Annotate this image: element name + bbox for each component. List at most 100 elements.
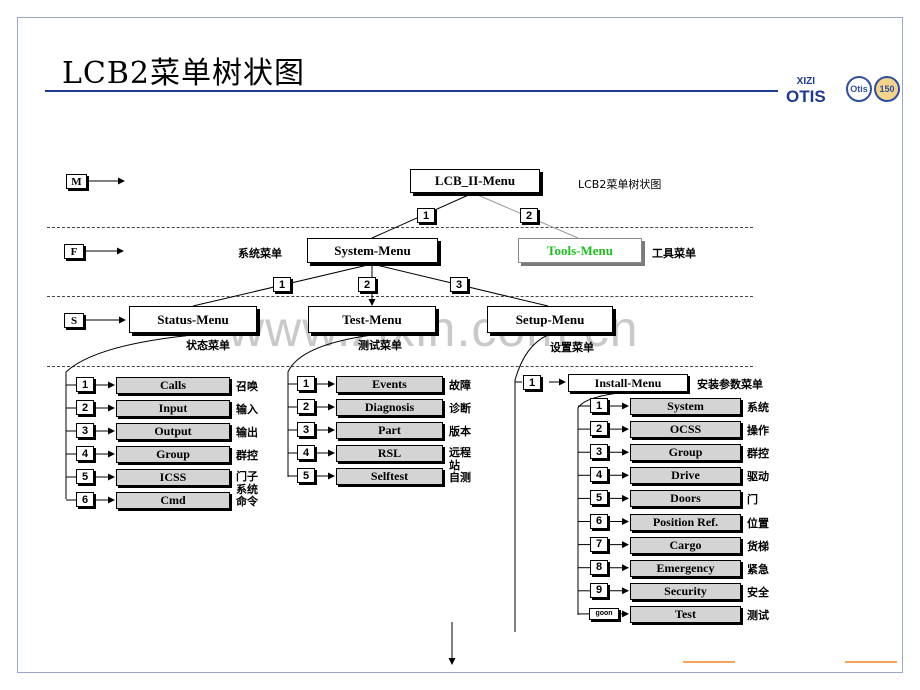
test-menu-number: 2 xyxy=(358,277,376,292)
install_items-item-caption: 货梯 xyxy=(747,539,769,553)
test_items-item-part[interactable]: Part xyxy=(336,422,443,439)
install_items-item-caption: 测试 xyxy=(747,608,769,622)
page-title: LCB2菜单树状图 xyxy=(62,56,306,91)
test_items-item-number: 1 xyxy=(297,376,315,391)
status_items-item-number: 5 xyxy=(76,469,94,484)
tools-menu-box[interactable]: Tools-Menu xyxy=(518,238,642,263)
install_items-item-caption: 位置 xyxy=(747,516,769,530)
divider-2 xyxy=(47,296,753,297)
install_items-item-number: 6 xyxy=(590,513,608,529)
test-menu-box[interactable]: Test-Menu xyxy=(308,306,436,333)
lcb-menu-caption: LCB2菜单树状图 xyxy=(578,178,662,191)
status_items-item-icss[interactable]: ICSS xyxy=(116,469,230,486)
install_items-item-caption: 驱动 xyxy=(747,470,769,484)
install_items-item-group[interactable]: Group xyxy=(630,444,741,462)
test_items-item-selftest[interactable]: Selftest xyxy=(336,468,443,485)
status_items-item-caption: 群控 xyxy=(236,449,258,462)
setup-menu-number: 3 xyxy=(450,277,468,292)
status-menu-caption: 状态菜单 xyxy=(186,339,230,352)
install-menu-number: 1 xyxy=(523,375,541,390)
status_items-item-group[interactable]: Group xyxy=(116,446,230,463)
system-menu-number: 1 xyxy=(417,208,435,223)
status_items-item-number: 4 xyxy=(76,446,94,461)
test_items-item-diagnosis[interactable]: Diagnosis xyxy=(336,399,443,416)
test_items-item-caption: 故障 xyxy=(449,379,471,392)
test_items-item-rsl[interactable]: RSL xyxy=(336,445,443,462)
install_items-item-drive[interactable]: Drive xyxy=(630,467,741,485)
logo-line1: XIZI xyxy=(796,76,815,87)
status_items-item-calls[interactable]: Calls xyxy=(116,377,230,394)
install_items-item-doors[interactable]: Doors xyxy=(630,490,741,508)
install_items-item-caption: 安全 xyxy=(747,585,769,599)
install_items-item-position-ref[interactable]: Position Ref. xyxy=(630,513,741,531)
status_items-item-input[interactable]: Input xyxy=(116,400,230,417)
system-menu-box[interactable]: System-Menu xyxy=(307,238,438,263)
test_items-item-number: 3 xyxy=(297,422,315,437)
otis-seal-icon: Otis xyxy=(846,76,872,102)
install_items-item-caption: 紧急 xyxy=(747,562,769,576)
test_items-item-number: 2 xyxy=(297,399,315,414)
otis-logo: XIZI OTIS xyxy=(786,76,826,106)
lcb-menu-box[interactable]: LCB_II-Menu xyxy=(410,169,540,193)
test_items-item-events[interactable]: Events xyxy=(336,376,443,393)
test_items-item-number: 4 xyxy=(297,445,315,460)
install_items-item-number: 8 xyxy=(590,559,608,575)
test_items-item-caption: 版本 xyxy=(449,425,471,438)
install_items-item-number: 2 xyxy=(590,421,608,437)
install_items-item-caption: 系统 xyxy=(747,401,769,414)
tools-menu-number: 2 xyxy=(520,208,538,223)
logo-line2: OTIS xyxy=(786,87,826,106)
status_items-item-cmd[interactable]: Cmd xyxy=(116,492,230,509)
footer-accent-right xyxy=(845,661,897,663)
install_items-item-system[interactable]: System xyxy=(630,398,741,415)
title-rule xyxy=(45,90,778,92)
divider-3 xyxy=(47,366,753,367)
install_items-item-number: 4 xyxy=(590,467,608,483)
test_items-item-caption: 诊断 xyxy=(449,402,471,415)
tools-menu-caption: 工具菜单 xyxy=(652,247,696,260)
level-f-marker: F xyxy=(64,244,84,259)
anniversary-seal-icon: 150 xyxy=(874,76,900,102)
test_items-item-caption: 自测 xyxy=(449,471,471,484)
install_items-item-number: 7 xyxy=(590,536,608,552)
install_items-item-number: 1 xyxy=(590,398,608,413)
install_items-item-ocss[interactable]: OCSS xyxy=(630,421,741,439)
system-menu-caption: 系统菜单 xyxy=(238,247,282,260)
status_items-item-number: 1 xyxy=(76,377,94,392)
setup-menu-box[interactable]: Setup-Menu xyxy=(487,306,613,333)
install_items-item-caption: 群控 xyxy=(747,447,769,461)
status_items-item-output[interactable]: Output xyxy=(116,423,230,440)
level-s-marker: S xyxy=(64,313,84,328)
test_items-item-caption: 远程站 xyxy=(449,446,471,472)
test-menu-caption: 测试菜单 xyxy=(358,339,402,352)
status_items-item-caption: 输入 xyxy=(236,403,258,416)
install-menu-box[interactable]: Install-Menu xyxy=(568,374,688,392)
install_items-item-cargo[interactable]: Cargo xyxy=(630,536,741,554)
slide-frame xyxy=(17,17,903,673)
status_items-item-caption: 召唤 xyxy=(236,380,258,393)
setup-menu-caption: 设置菜单 xyxy=(550,341,594,354)
install_items-item-number: 9 xyxy=(590,582,608,598)
status_items-item-caption: 门子系统 xyxy=(236,470,258,496)
install-menu-caption: 安装参数菜单 xyxy=(697,378,763,391)
install_items-item-number: 3 xyxy=(590,444,608,460)
test_items-item-number: 5 xyxy=(297,468,315,483)
status_items-item-number: 6 xyxy=(76,492,94,507)
install_items-item-number: goon xyxy=(589,607,619,620)
install_items-item-caption: 操作 xyxy=(747,424,769,438)
install_items-item-security[interactable]: Security xyxy=(630,582,741,600)
level-m-marker: M xyxy=(66,174,87,189)
status-menu-box[interactable]: Status-Menu xyxy=(129,306,257,333)
status-menu-number: 1 xyxy=(273,277,291,292)
install_items-item-test[interactable]: Test xyxy=(630,605,741,623)
status_items-item-number: 2 xyxy=(76,400,94,415)
status_items-item-caption: 命令 xyxy=(236,495,258,508)
install_items-item-emergency[interactable]: Emergency xyxy=(630,559,741,577)
status_items-item-caption: 输出 xyxy=(236,426,258,439)
footer-accent-left xyxy=(683,661,735,663)
divider-1 xyxy=(47,227,753,228)
install_items-item-caption: 门 xyxy=(747,493,758,507)
install_items-item-number: 5 xyxy=(590,490,608,506)
status_items-item-number: 3 xyxy=(76,423,94,438)
